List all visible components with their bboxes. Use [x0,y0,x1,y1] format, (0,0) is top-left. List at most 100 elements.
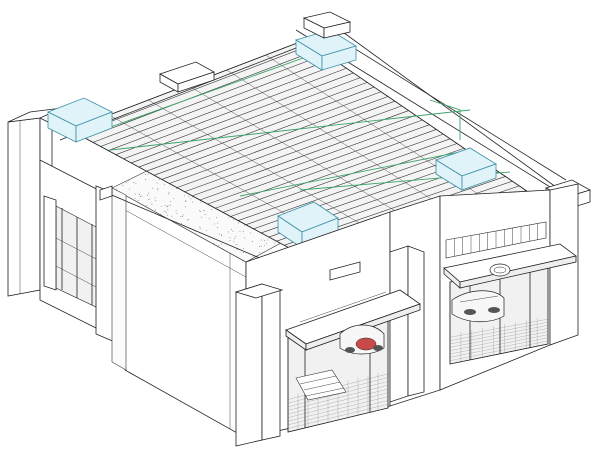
concrete-speck [185,200,187,202]
floor-tile-line [449,318,549,338]
concrete-speck [116,188,117,190]
concrete-speck [217,222,219,224]
concrete-speck [135,182,137,184]
concrete-speck [148,198,149,200]
concrete-speck [243,259,244,261]
concrete-speck [199,211,201,213]
concrete-speck [145,174,147,175]
concrete-speck [165,212,167,214]
concrete-speck [216,227,218,229]
hvac-duct-unit [47,97,113,143]
concrete-speck [128,188,130,190]
concrete-speck [234,238,235,239]
concrete-speck [122,185,124,187]
floor-tile-line [449,337,549,358]
concrete-speck [182,214,184,216]
concrete-speck [188,196,190,198]
concrete-speck [264,245,266,246]
concrete-speck [184,206,186,208]
concrete-speck [155,200,157,201]
concrete-speck [156,182,158,184]
brand-badge [489,263,511,277]
concrete-speck [266,242,268,244]
concrete-speck [252,241,254,242]
concrete-speck [160,205,162,207]
concrete-speck [205,229,207,231]
concrete-speck [134,193,136,195]
concrete-speck [168,193,170,195]
concrete-speck [149,198,151,200]
concrete-speck [168,192,170,194]
concrete-speck [138,194,140,196]
concrete-speck [171,215,173,217]
concrete-speck [242,231,244,233]
concrete-speck [200,201,202,203]
floor-tile-line [449,322,549,341]
concrete-speck [163,211,165,213]
concrete-speck [128,179,130,181]
concrete-speck [233,218,235,220]
concrete-speck [199,226,201,228]
concrete-speck [154,209,156,211]
floor-tile-line [449,325,549,345]
concrete-speck [228,217,230,219]
hvac-duct-unit [435,147,497,191]
concrete-speck [218,244,220,246]
concrete-speck [182,216,184,217]
concrete-speck [243,248,245,249]
concrete-speck [166,206,168,208]
concrete-speck [184,195,185,197]
concrete-speck [260,245,262,247]
concrete-speck [133,182,134,184]
concrete-speck [239,230,241,232]
concrete-speck [186,219,188,221]
concrete-speck [176,223,178,225]
concrete-speck [227,231,229,233]
storefront-frieze-right [445,221,547,259]
concrete-speck [259,246,261,248]
roof-corner-post [302,11,352,39]
concrete-speck [165,210,167,212]
concrete-speck [236,248,238,250]
concrete-speck [134,197,136,199]
concrete-speck [221,243,222,245]
concrete-speck [216,217,218,219]
concrete-speck [213,223,215,225]
concrete-speck [170,200,172,202]
concrete-speck [199,228,201,230]
front-corner-pier [234,283,284,447]
concrete-speck [185,201,187,202]
display-car [339,324,385,355]
concrete-speck [147,173,149,175]
concrete-speck [235,236,237,238]
concrete-speck [272,246,274,248]
concrete-speck [158,178,160,180]
concrete-speck [208,218,210,220]
concrete-speck [250,232,252,234]
concrete-speck [199,210,201,212]
roof-beam [148,99,401,247]
concrete-speck [213,243,215,244]
entrance-canopy [443,243,577,289]
front-middle-pier [389,245,425,403]
concrete-speck [180,216,182,218]
concrete-speck [261,239,263,241]
concrete-speck [151,203,153,205]
floor-tile-line [449,340,549,361]
concrete-speck [192,201,194,203]
concrete-speck [243,252,244,254]
concrete-speck [238,222,240,224]
concrete-speck [252,256,254,258]
concrete-speck [145,205,147,206]
concrete-speck [173,198,175,200]
concrete-speck [203,210,205,212]
concrete-speck [140,196,141,197]
concrete-speck [167,205,169,207]
concrete-speck [274,242,276,244]
concrete-speck [188,219,190,220]
concrete-speck [145,179,147,180]
left-facade [39,159,111,336]
concrete-speck [229,240,231,241]
concrete-speck [167,209,169,211]
